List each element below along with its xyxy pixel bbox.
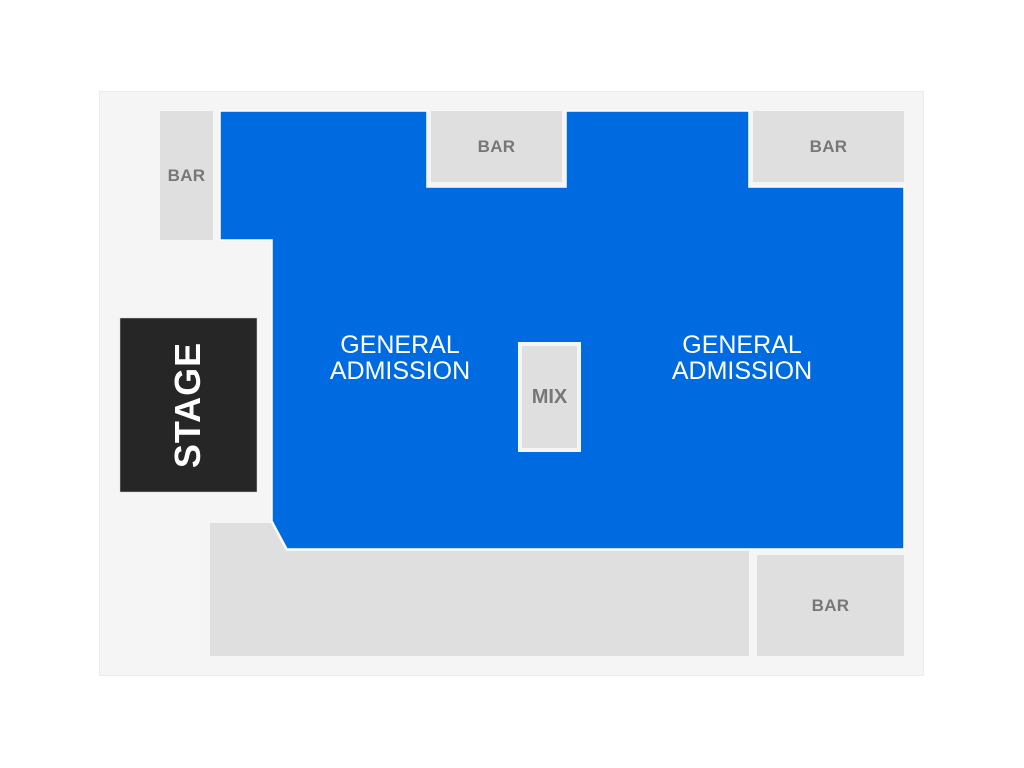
mix-area: [522, 346, 577, 448]
bar-top-right-area[interactable]: [753, 111, 904, 182]
bottom-concourse-area: [210, 523, 749, 656]
bar-bottom-right-area[interactable]: [757, 555, 904, 656]
bar-top-center-area[interactable]: [431, 111, 562, 182]
stage-area: [119, 317, 258, 493]
bar-left-area[interactable]: [160, 111, 213, 240]
